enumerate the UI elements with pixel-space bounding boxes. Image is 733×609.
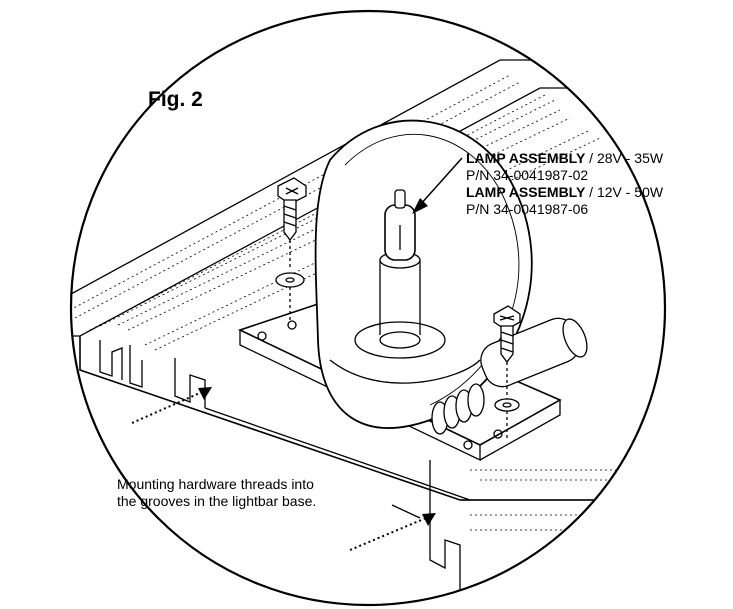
lamp-assembly-1-name: LAMP ASSEMBLY bbox=[466, 150, 586, 166]
lamp-assembly-1-spec: / 28V - 35W bbox=[585, 150, 664, 166]
screw-right bbox=[493, 305, 521, 440]
lamp-assembly-2-spec: / 12V - 50W bbox=[585, 184, 664, 200]
mounting-note-line-2: the grooves in the lightbar base. bbox=[117, 493, 317, 509]
lamp-assembly-2-name: LAMP ASSEMBLY bbox=[466, 184, 586, 200]
lamp-assembly-2: LAMP ASSEMBLY / 12V - 50W bbox=[466, 184, 663, 201]
figure-title: Fig. 2 bbox=[148, 88, 203, 111]
groove-arrow-left bbox=[131, 387, 212, 424]
mounting-note: Mounting hardware threads into the groov… bbox=[117, 476, 316, 510]
lamp-assembly-callout: LAMP ASSEMBLY / 28V - 35W P/N 34-0041987… bbox=[466, 150, 663, 218]
worm-gear bbox=[429, 383, 485, 435]
lamp-leader-arrow bbox=[412, 157, 463, 214]
motor-assembly bbox=[480, 317, 588, 388]
lamp-assembly-1-part-number: P/N 34-0041987-02 bbox=[466, 167, 589, 183]
note-arrow bbox=[391, 504, 421, 519]
groove-arrow-right bbox=[349, 513, 436, 551]
lamp-assembly-2-part-number: P/N 34-0041987-06 bbox=[466, 201, 589, 217]
mounting-note-line-1: Mounting hardware threads into bbox=[117, 476, 314, 492]
screw-left bbox=[275, 177, 307, 320]
lamp-assembly-1: LAMP ASSEMBLY / 28V - 35W bbox=[466, 150, 663, 167]
lamp-bulb bbox=[384, 189, 416, 261]
